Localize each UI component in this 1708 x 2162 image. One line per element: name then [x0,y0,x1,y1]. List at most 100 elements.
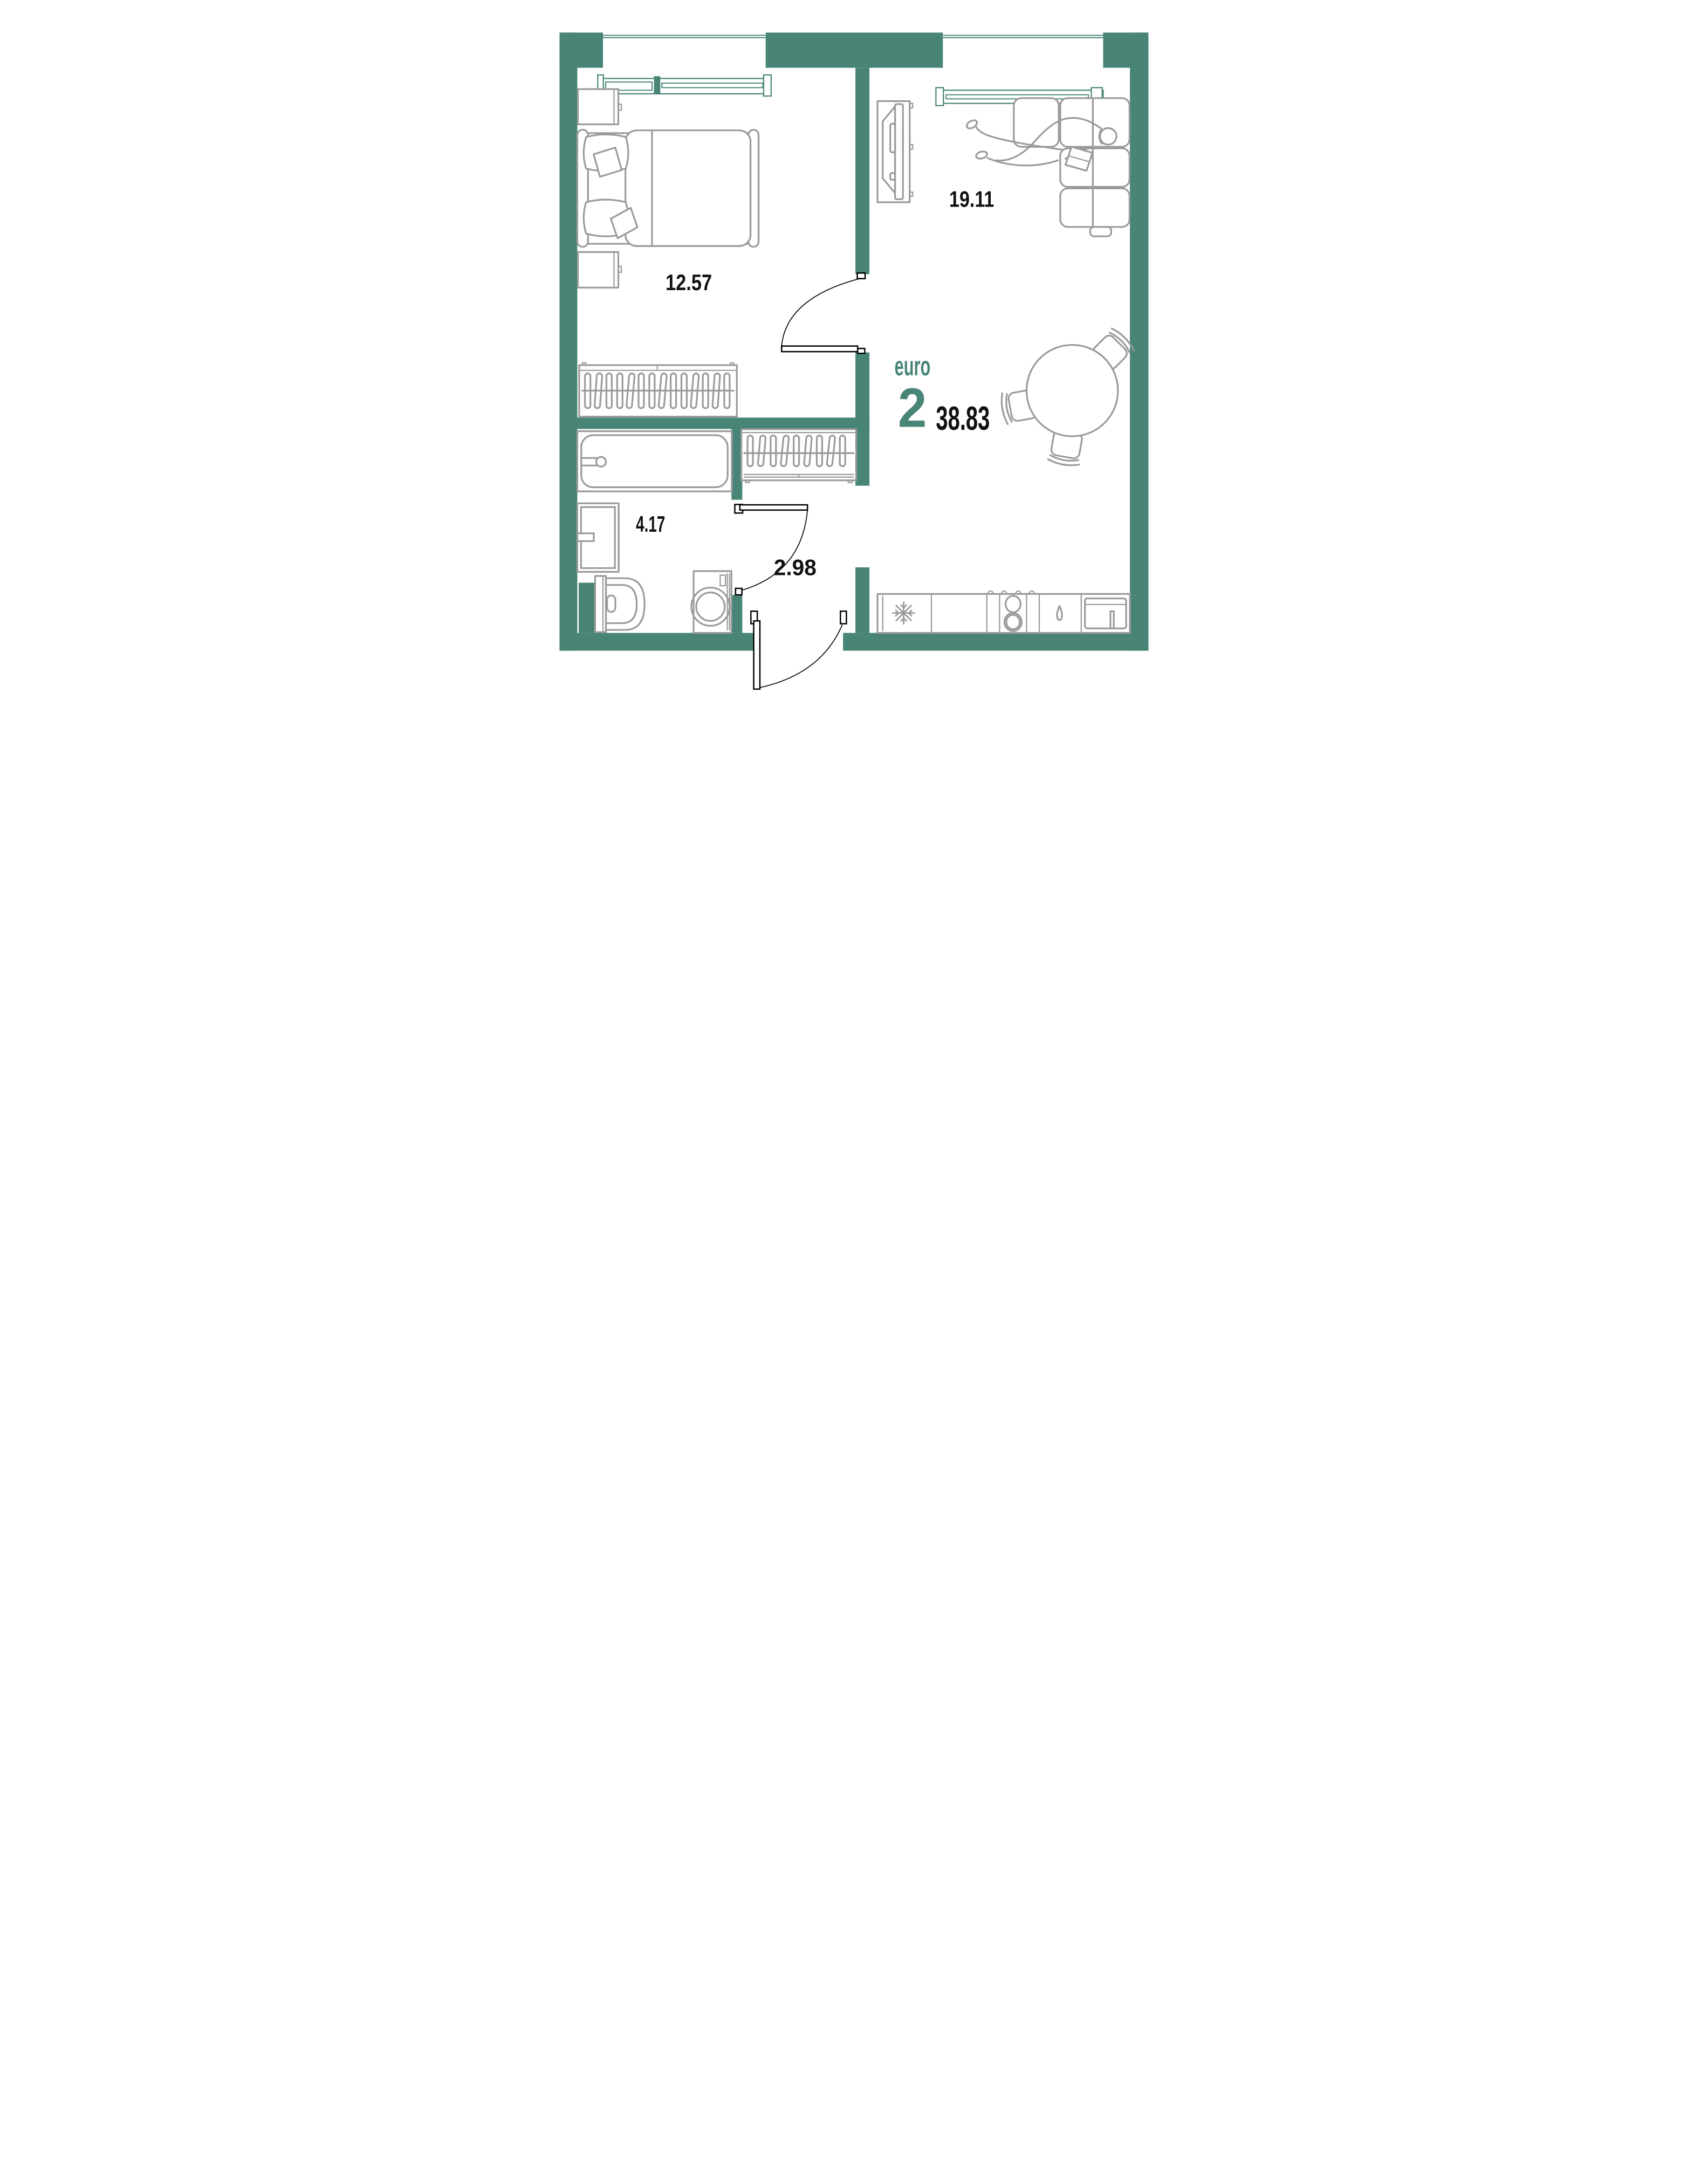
window-frame [602,78,766,95]
cushion-diamond [609,207,639,239]
stove-knob [987,590,994,595]
person-head [1099,127,1117,146]
sofa-cushion [1059,187,1130,228]
window-glazing-line [661,83,764,88]
bathtub [576,430,733,492]
stove-knob [1028,590,1035,595]
wall-mount-tab [909,143,913,150]
sofa-chaise [1012,97,1060,148]
wall-top-middle-block [765,32,943,68]
entrance-door [750,610,847,690]
door-swing-arc [780,278,860,346]
washing-machine [690,570,732,634]
bathroom-door [733,504,808,596]
toilet-flush [606,594,616,613]
living-area-label: 19.11 [949,187,994,212]
hangers [746,435,846,468]
door-hinge [856,347,866,354]
bathroom-sink [576,502,620,573]
door-leaf [780,345,858,353]
stove-knob [1000,590,1007,595]
toilet [594,575,646,633]
blanket [624,129,751,247]
person-foot [975,150,988,160]
door-leaf [739,504,808,511]
plan-type-label: euro [894,351,930,381]
sink-faucet [1109,610,1115,629]
bedroom-area-label: 12.57 [666,270,712,295]
sofa-cushion [1059,97,1130,148]
washer-drum-inner [695,592,725,622]
bedroom-window [596,35,772,97]
window-cap [935,87,944,106]
water-drop-icon [1055,605,1063,621]
bathtub-faucet [580,457,598,466]
living-room-window [935,35,1104,106]
door-hinge [856,272,866,279]
facade-line [602,35,766,36]
nightstand-knob [617,103,622,111]
nightstand-knob [617,265,622,273]
wall-partition-lower [855,567,869,633]
tv-screen [894,103,904,201]
wall-bathroom-top [559,417,869,429]
bedroom-wardrobe [578,362,738,418]
wall-bottom-right [842,633,1148,651]
dining-set [998,326,1137,469]
nightstand-bottom [577,251,622,289]
corner-sofa [1012,97,1130,237]
dining-table [1025,344,1119,437]
cushion-diamond [592,147,622,178]
closet-foot [847,479,853,483]
washer-panel [719,574,726,587]
facade-line [942,37,1103,38]
facade-line [602,37,766,38]
tv-unit [876,100,913,203]
closet-foot [745,479,750,483]
hallway-closet [740,428,857,483]
kitchen-sink [1083,598,1127,629]
door-leaf [752,620,760,690]
toilet-cistern [594,575,607,633]
wall-bathroom-right-lower [731,595,742,633]
door-swing-arc [741,510,808,591]
hangers [584,372,730,409]
bathtub-drain [595,456,607,468]
sofa-armrest [1089,226,1112,237]
person-foot [965,119,978,129]
sink-basin [1083,598,1127,629]
duct-gap [577,582,579,633]
plan-summary-badge: euro 2 38.83 [894,351,990,439]
door-frame [839,610,847,624]
bedroom-door [780,272,866,354]
wall-bottom-left [559,633,754,651]
bathroom-area-label: 4.17 [636,511,665,537]
tv-mount [889,122,896,154]
hallway-area-label: 2.98 [773,554,816,580]
wall-right [1129,32,1148,651]
wall-duct-stub [578,582,595,633]
rooms-count-label: 2 [897,377,926,439]
kitchen-counter [876,590,1131,634]
facade-line [942,35,1103,36]
burner [1003,612,1023,632]
wall-mount-tab [909,191,913,197]
book-spine [1067,155,1090,163]
stove-knob [1014,590,1021,595]
double-bed [576,129,759,248]
window-casement [605,81,653,91]
tv-mount [889,172,896,181]
wall-bathroom-right-upper [731,429,742,500]
floor-plan-svg: 12.57 19.11 4.17 2.98 euro 2 38.83 [559,32,1148,690]
nightstand-top [577,88,622,126]
wall-left [559,32,577,651]
wall-partition-upper [855,67,869,274]
window-mullion [653,76,660,94]
person-figure [965,117,1117,172]
person-leg [975,126,1064,151]
sink-faucet [576,532,595,543]
window-cap [763,74,772,97]
snowflake-icon [891,601,915,625]
walls [559,32,1148,651]
person-leg [986,157,1059,167]
